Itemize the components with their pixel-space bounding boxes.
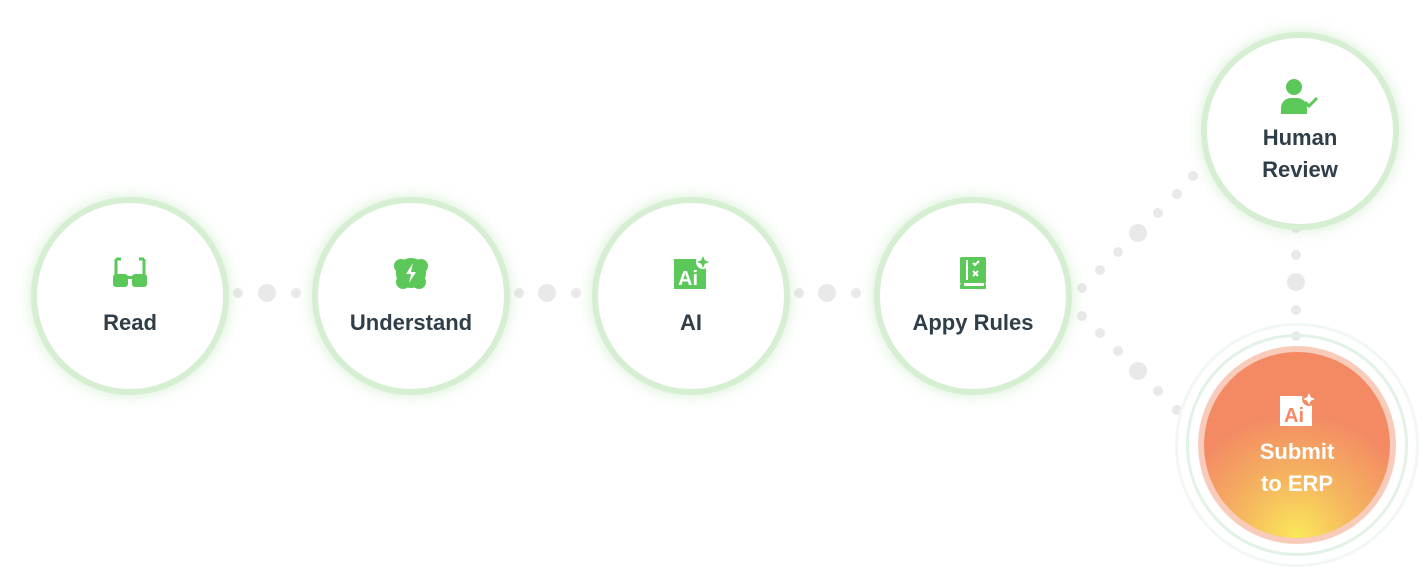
outer-ring bbox=[1175, 323, 1419, 567]
user-check-icon bbox=[1280, 76, 1320, 116]
svg-text:Ai: Ai bbox=[1284, 405, 1304, 427]
step-submit-to-erp: Ai Submit to ERP bbox=[1198, 346, 1396, 544]
step-label: Read bbox=[103, 310, 157, 335]
rule-book-icon bbox=[953, 253, 993, 293]
step-read: Read bbox=[31, 197, 229, 395]
step-apply-rules: Appy Rules bbox=[874, 197, 1072, 395]
step-label: Appy Rules bbox=[912, 310, 1034, 335]
svg-text:Ai: Ai bbox=[678, 268, 698, 290]
step-label: Human Review bbox=[1262, 125, 1338, 182]
step-label: Submit to ERP bbox=[1259, 439, 1335, 496]
glasses-icon bbox=[110, 253, 150, 293]
step-label: AI bbox=[680, 310, 702, 335]
ai-sparkle-icon: Ai bbox=[671, 253, 711, 293]
inner-ring bbox=[1186, 334, 1408, 556]
ai-sparkle-icon: Ai bbox=[1277, 390, 1317, 430]
step-label: Understand bbox=[349, 310, 473, 335]
step-human-review: Human Review bbox=[1201, 32, 1399, 230]
brain-bolt-icon bbox=[391, 253, 431, 293]
step-ai: Ai AI bbox=[592, 197, 790, 395]
step-understand: Understand bbox=[312, 197, 510, 395]
